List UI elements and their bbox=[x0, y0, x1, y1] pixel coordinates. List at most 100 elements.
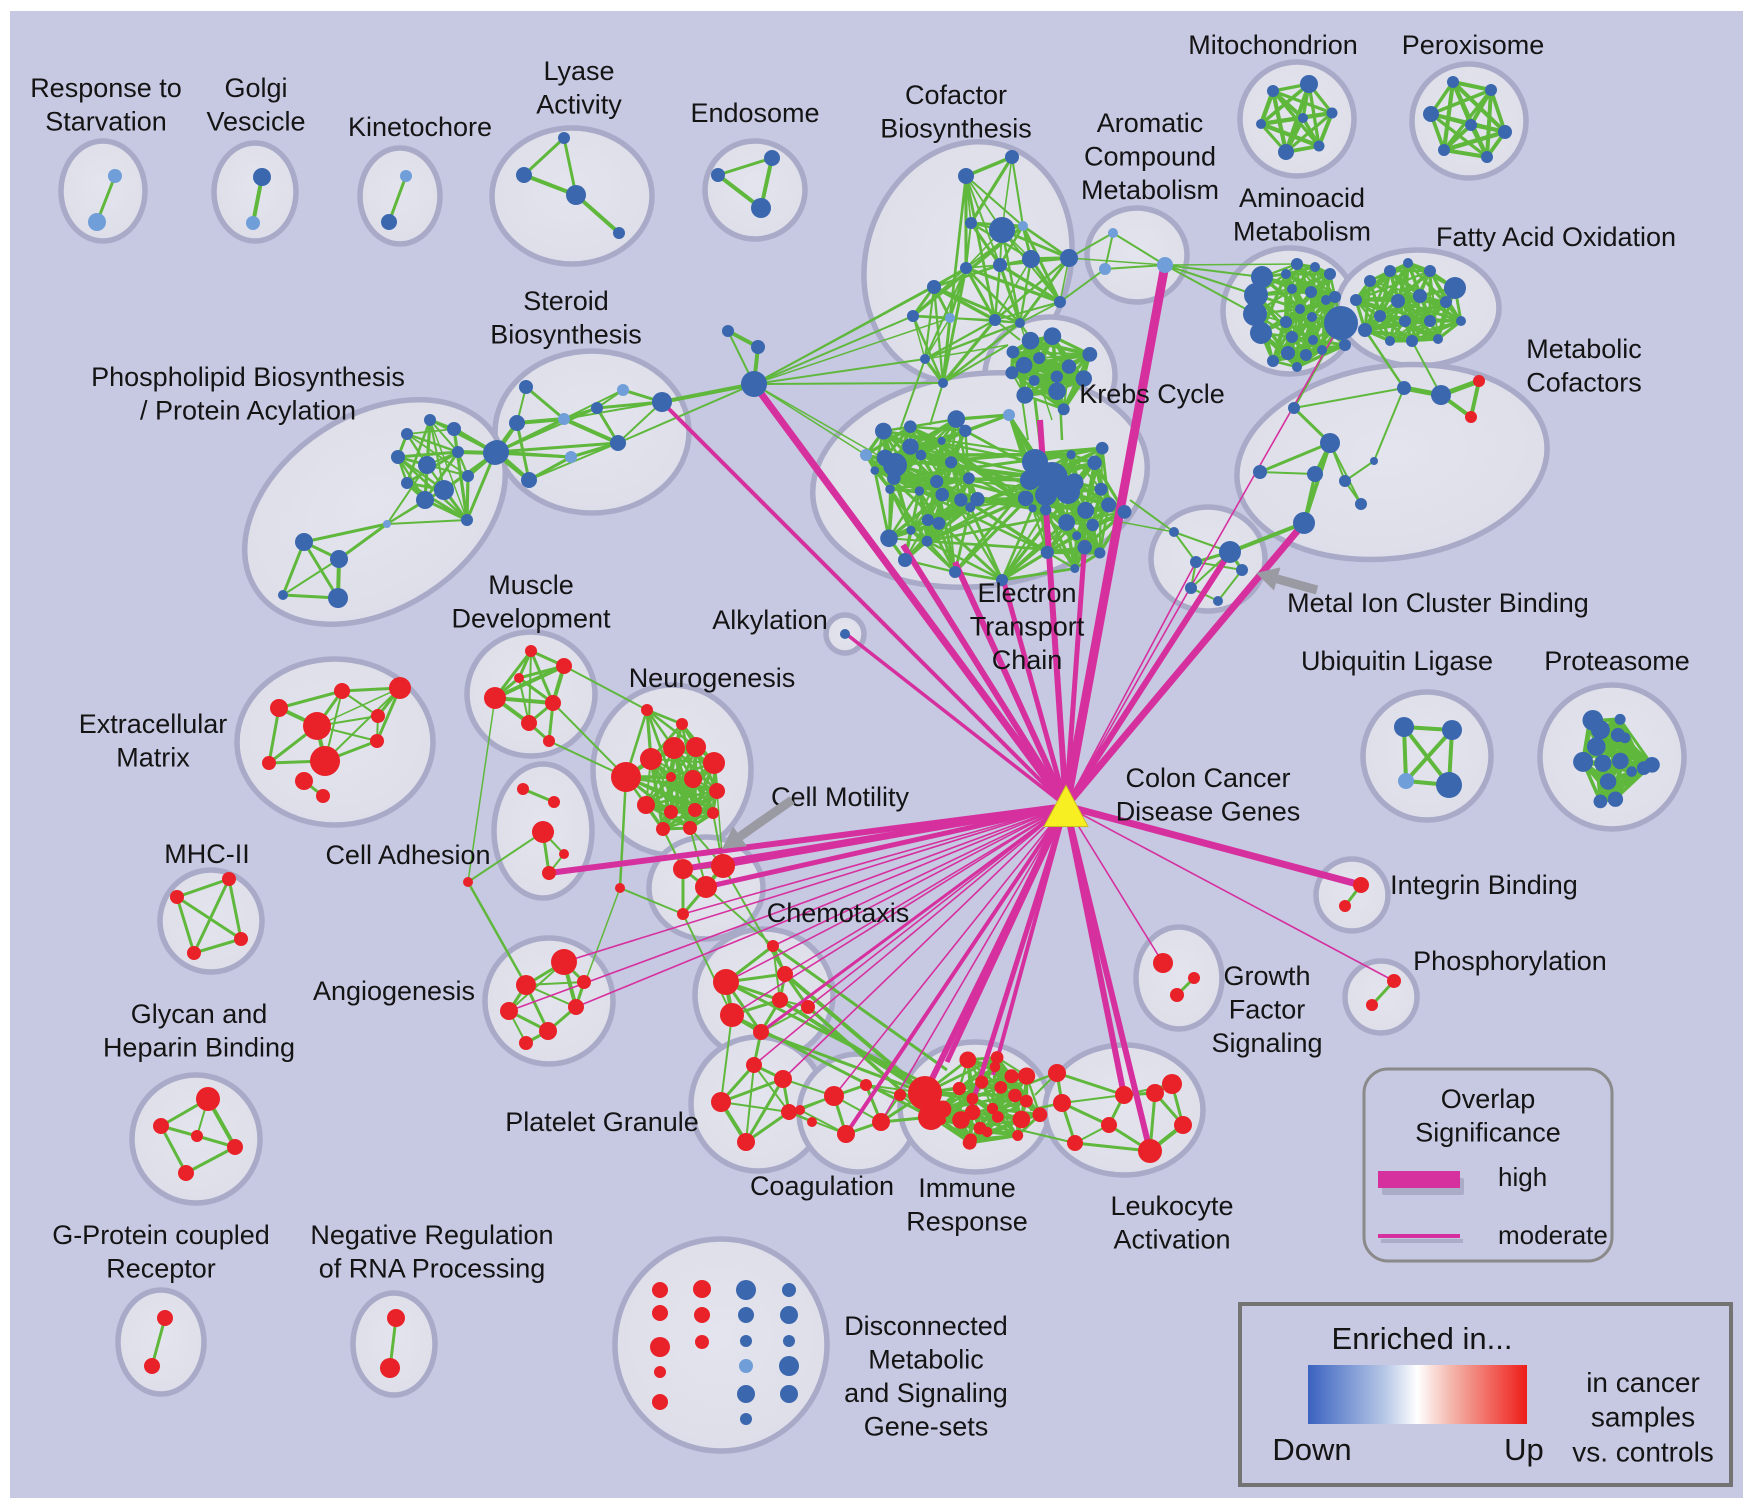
gene-set-node-phospholipid-biosynthesis[interactable] bbox=[416, 491, 434, 509]
gene-set-node-fatty-acid-oxidation[interactable] bbox=[1413, 289, 1427, 303]
gene-set-node-phospholipid-biosynthesis[interactable] bbox=[330, 550, 348, 568]
gene-set-node-neurogenesis[interactable] bbox=[640, 748, 662, 770]
gene-set-node-negative-regulation-rna[interactable] bbox=[387, 1309, 405, 1327]
gene-set-node-cofactor-biosynthesis[interactable] bbox=[1054, 296, 1066, 308]
gene-set-node-aminoacid-metabolism[interactable] bbox=[1310, 262, 1320, 272]
gene-set-node-cofactor-biosynthesis[interactable] bbox=[1022, 250, 1040, 268]
gene-set-node-platelet-granule[interactable] bbox=[774, 1070, 792, 1088]
gene-set-node-metabolic-cofactors[interactable] bbox=[1320, 433, 1340, 453]
gene-set-node-aminoacid-metabolism[interactable] bbox=[1291, 258, 1303, 270]
gene-set-node-chemotaxis[interactable] bbox=[777, 966, 793, 982]
gene-set-node-mitochondrion[interactable] bbox=[1278, 144, 1294, 160]
gene-set-node-electron-transport-chain[interactable] bbox=[959, 424, 972, 437]
gene-set-node-electron-transport-chain[interactable] bbox=[1028, 504, 1037, 513]
gene-set-node-lyase-activity[interactable] bbox=[516, 167, 532, 183]
gene-set-node-immune-response[interactable] bbox=[1032, 1107, 1048, 1123]
gene-set-node-neurogenesis[interactable] bbox=[686, 737, 706, 757]
gene-set-node-mitochondrion[interactable] bbox=[1298, 113, 1308, 123]
gene-set-node-electron-transport-chain[interactable] bbox=[906, 525, 916, 535]
gene-set-node-disconnected-gene-sets[interactable] bbox=[694, 1307, 710, 1323]
gene-set-node-immune-response[interactable] bbox=[991, 1111, 1004, 1123]
gene-set-node-electron-transport-chain[interactable] bbox=[945, 456, 958, 469]
gene-set-node-electron-transport-chain[interactable] bbox=[1094, 547, 1106, 559]
gene-set-node-disconnected-gene-sets[interactable] bbox=[740, 1413, 752, 1425]
gene-set-node-platelet-granule[interactable] bbox=[737, 1133, 755, 1151]
gene-set-node-fatty-acid-oxidation[interactable] bbox=[1391, 294, 1405, 308]
gene-set-node-lyase-activity[interactable] bbox=[566, 185, 586, 205]
gene-set-node-aminoacid-metabolism[interactable] bbox=[1324, 306, 1358, 340]
gene-set-node-metabolic-cofactors[interactable] bbox=[1293, 512, 1315, 534]
gene-set-node-g-protein-coupled-receptor[interactable] bbox=[157, 1310, 173, 1326]
gene-set-node-neurogenesis[interactable] bbox=[688, 803, 702, 817]
gene-set-node-disconnected-gene-sets[interactable] bbox=[782, 1283, 796, 1297]
gene-set-node-aminoacid-metabolism[interactable] bbox=[1308, 335, 1318, 345]
gene-set-node-aminoacid-metabolism[interactable] bbox=[1267, 355, 1279, 367]
gene-set-node-extracellular-matrix[interactable] bbox=[371, 709, 385, 723]
gene-set-node-metabolic-cofactors[interactable] bbox=[1288, 402, 1300, 414]
gene-set-node-g-protein-coupled-receptor[interactable] bbox=[144, 1358, 160, 1374]
gene-set-node-immune-response[interactable] bbox=[994, 1081, 1008, 1094]
gene-set-node-immune-response[interactable] bbox=[1018, 1067, 1036, 1085]
gene-set-node-aminoacid-metabolism[interactable] bbox=[1244, 283, 1268, 307]
gene-set-node-alkylation[interactable] bbox=[840, 629, 850, 639]
gene-set-node-fatty-acid-oxidation[interactable] bbox=[1406, 335, 1418, 347]
gene-set-node-glycan-heparin-binding[interactable] bbox=[196, 1087, 220, 1111]
gene-set-node-metabolic-cofactors[interactable] bbox=[1431, 385, 1451, 405]
gene-set-node-fatty-acid-oxidation[interactable] bbox=[1384, 265, 1396, 277]
gene-set-node-muscle-development[interactable] bbox=[525, 645, 537, 657]
gene-set-node-metal-ion-cluster-binding[interactable] bbox=[1213, 596, 1223, 606]
gene-set-node-aminoacid-metabolism[interactable] bbox=[1250, 322, 1272, 344]
gene-set-node-peroxisome[interactable] bbox=[1485, 84, 1497, 96]
gene-set-node-leukocyte-activation[interactable] bbox=[1138, 1139, 1162, 1163]
gene-set-node-neurogenesis[interactable] bbox=[611, 762, 641, 792]
gene-set-node-peroxisome[interactable] bbox=[1438, 144, 1450, 156]
gene-set-node-electron-transport-chain[interactable] bbox=[947, 410, 966, 428]
gene-set-node-extracellular-matrix[interactable] bbox=[370, 734, 384, 748]
gene-set-node-cofactor-biosynthesis[interactable] bbox=[958, 168, 974, 184]
gene-set-node-electron-transport-chain[interactable] bbox=[949, 566, 961, 578]
gene-set-node-angiogenesis[interactable] bbox=[539, 1022, 557, 1040]
gene-set-node-steroid-biosynthesis[interactable] bbox=[617, 384, 629, 396]
gene-set-node-disconnected-gene-sets[interactable] bbox=[652, 1282, 668, 1298]
gene-set-node-mhc-ii[interactable] bbox=[170, 890, 184, 904]
gene-set-node-coagulation[interactable] bbox=[894, 1089, 906, 1101]
gene-set-node-disconnected-gene-sets[interactable] bbox=[780, 1306, 798, 1324]
gene-set-node-cell-motility[interactable] bbox=[677, 908, 689, 920]
gene-set-node-aminoacid-metabolism[interactable] bbox=[1281, 346, 1295, 360]
gene-set-node-metabolic-cofactors[interactable] bbox=[1465, 411, 1477, 423]
gene-set-node-disconnected-gene-sets[interactable] bbox=[740, 1335, 752, 1347]
gene-set-node-electron-transport-chain[interactable] bbox=[904, 420, 917, 434]
gene-set-node-phospholipid-biosynthesis[interactable] bbox=[401, 477, 413, 489]
gene-set-node-electron-transport-chain[interactable] bbox=[1087, 455, 1102, 470]
gene-set-node-neurogenesis[interactable] bbox=[707, 807, 719, 819]
gene-set-node-aminoacid-metabolism[interactable] bbox=[1295, 304, 1305, 314]
gene-set-node-aminoacid-metabolism[interactable] bbox=[1329, 291, 1341, 303]
gene-set-node-fatty-acid-oxidation[interactable] bbox=[1364, 275, 1376, 287]
gene-set-node-phospholipid-biosynthesis[interactable] bbox=[383, 520, 391, 528]
gene-set-node-steroid-biosynthesis[interactable] bbox=[565, 451, 577, 463]
gene-set-node-electron-transport-chain[interactable] bbox=[970, 492, 985, 507]
gene-set-node-electron-transport-chain[interactable] bbox=[902, 438, 919, 455]
gene-set-node-ubiquitin-ligase[interactable] bbox=[1442, 720, 1462, 740]
gene-set-node-aminoacid-metabolism[interactable] bbox=[1339, 339, 1351, 351]
gene-set-node-growth-factor-signaling[interactable] bbox=[1170, 988, 1184, 1002]
gene-set-node-cell-adhesion[interactable] bbox=[559, 849, 569, 859]
gene-set-node-extracellular-matrix[interactable] bbox=[389, 677, 411, 699]
gene-set-node-electron-transport-chain[interactable] bbox=[1077, 501, 1095, 519]
gene-set-node-immune-response[interactable] bbox=[1012, 1110, 1031, 1129]
gene-set-node-cell-motility[interactable] bbox=[711, 854, 735, 878]
gene-set-node-leukocyte-activation[interactable] bbox=[1115, 1086, 1133, 1104]
gene-set-node-electron-transport-chain[interactable] bbox=[1017, 490, 1034, 507]
gene-set-node-immune-response[interactable] bbox=[990, 1051, 1004, 1064]
gene-set-node-immune-response[interactable] bbox=[966, 1092, 979, 1105]
gene-set-node-proteasome[interactable] bbox=[1594, 754, 1612, 772]
gene-set-node-immune-response[interactable] bbox=[952, 1081, 966, 1096]
gene-set-node-fatty-acid-oxidation[interactable] bbox=[1424, 265, 1436, 277]
gene-set-node-angiogenesis[interactable] bbox=[551, 949, 577, 975]
gene-set-node-electron-transport-chain[interactable] bbox=[915, 449, 927, 461]
gene-set-node-phospholipid-biosynthesis[interactable] bbox=[278, 590, 288, 600]
gene-set-node-metabolic-cofactors[interactable] bbox=[1253, 465, 1267, 479]
gene-set-node-electron-transport-chain[interactable] bbox=[996, 574, 1008, 586]
gene-set-node-cell-adhesion[interactable] bbox=[532, 821, 554, 843]
gene-set-node-krebs-cycle[interactable] bbox=[1028, 375, 1040, 386]
